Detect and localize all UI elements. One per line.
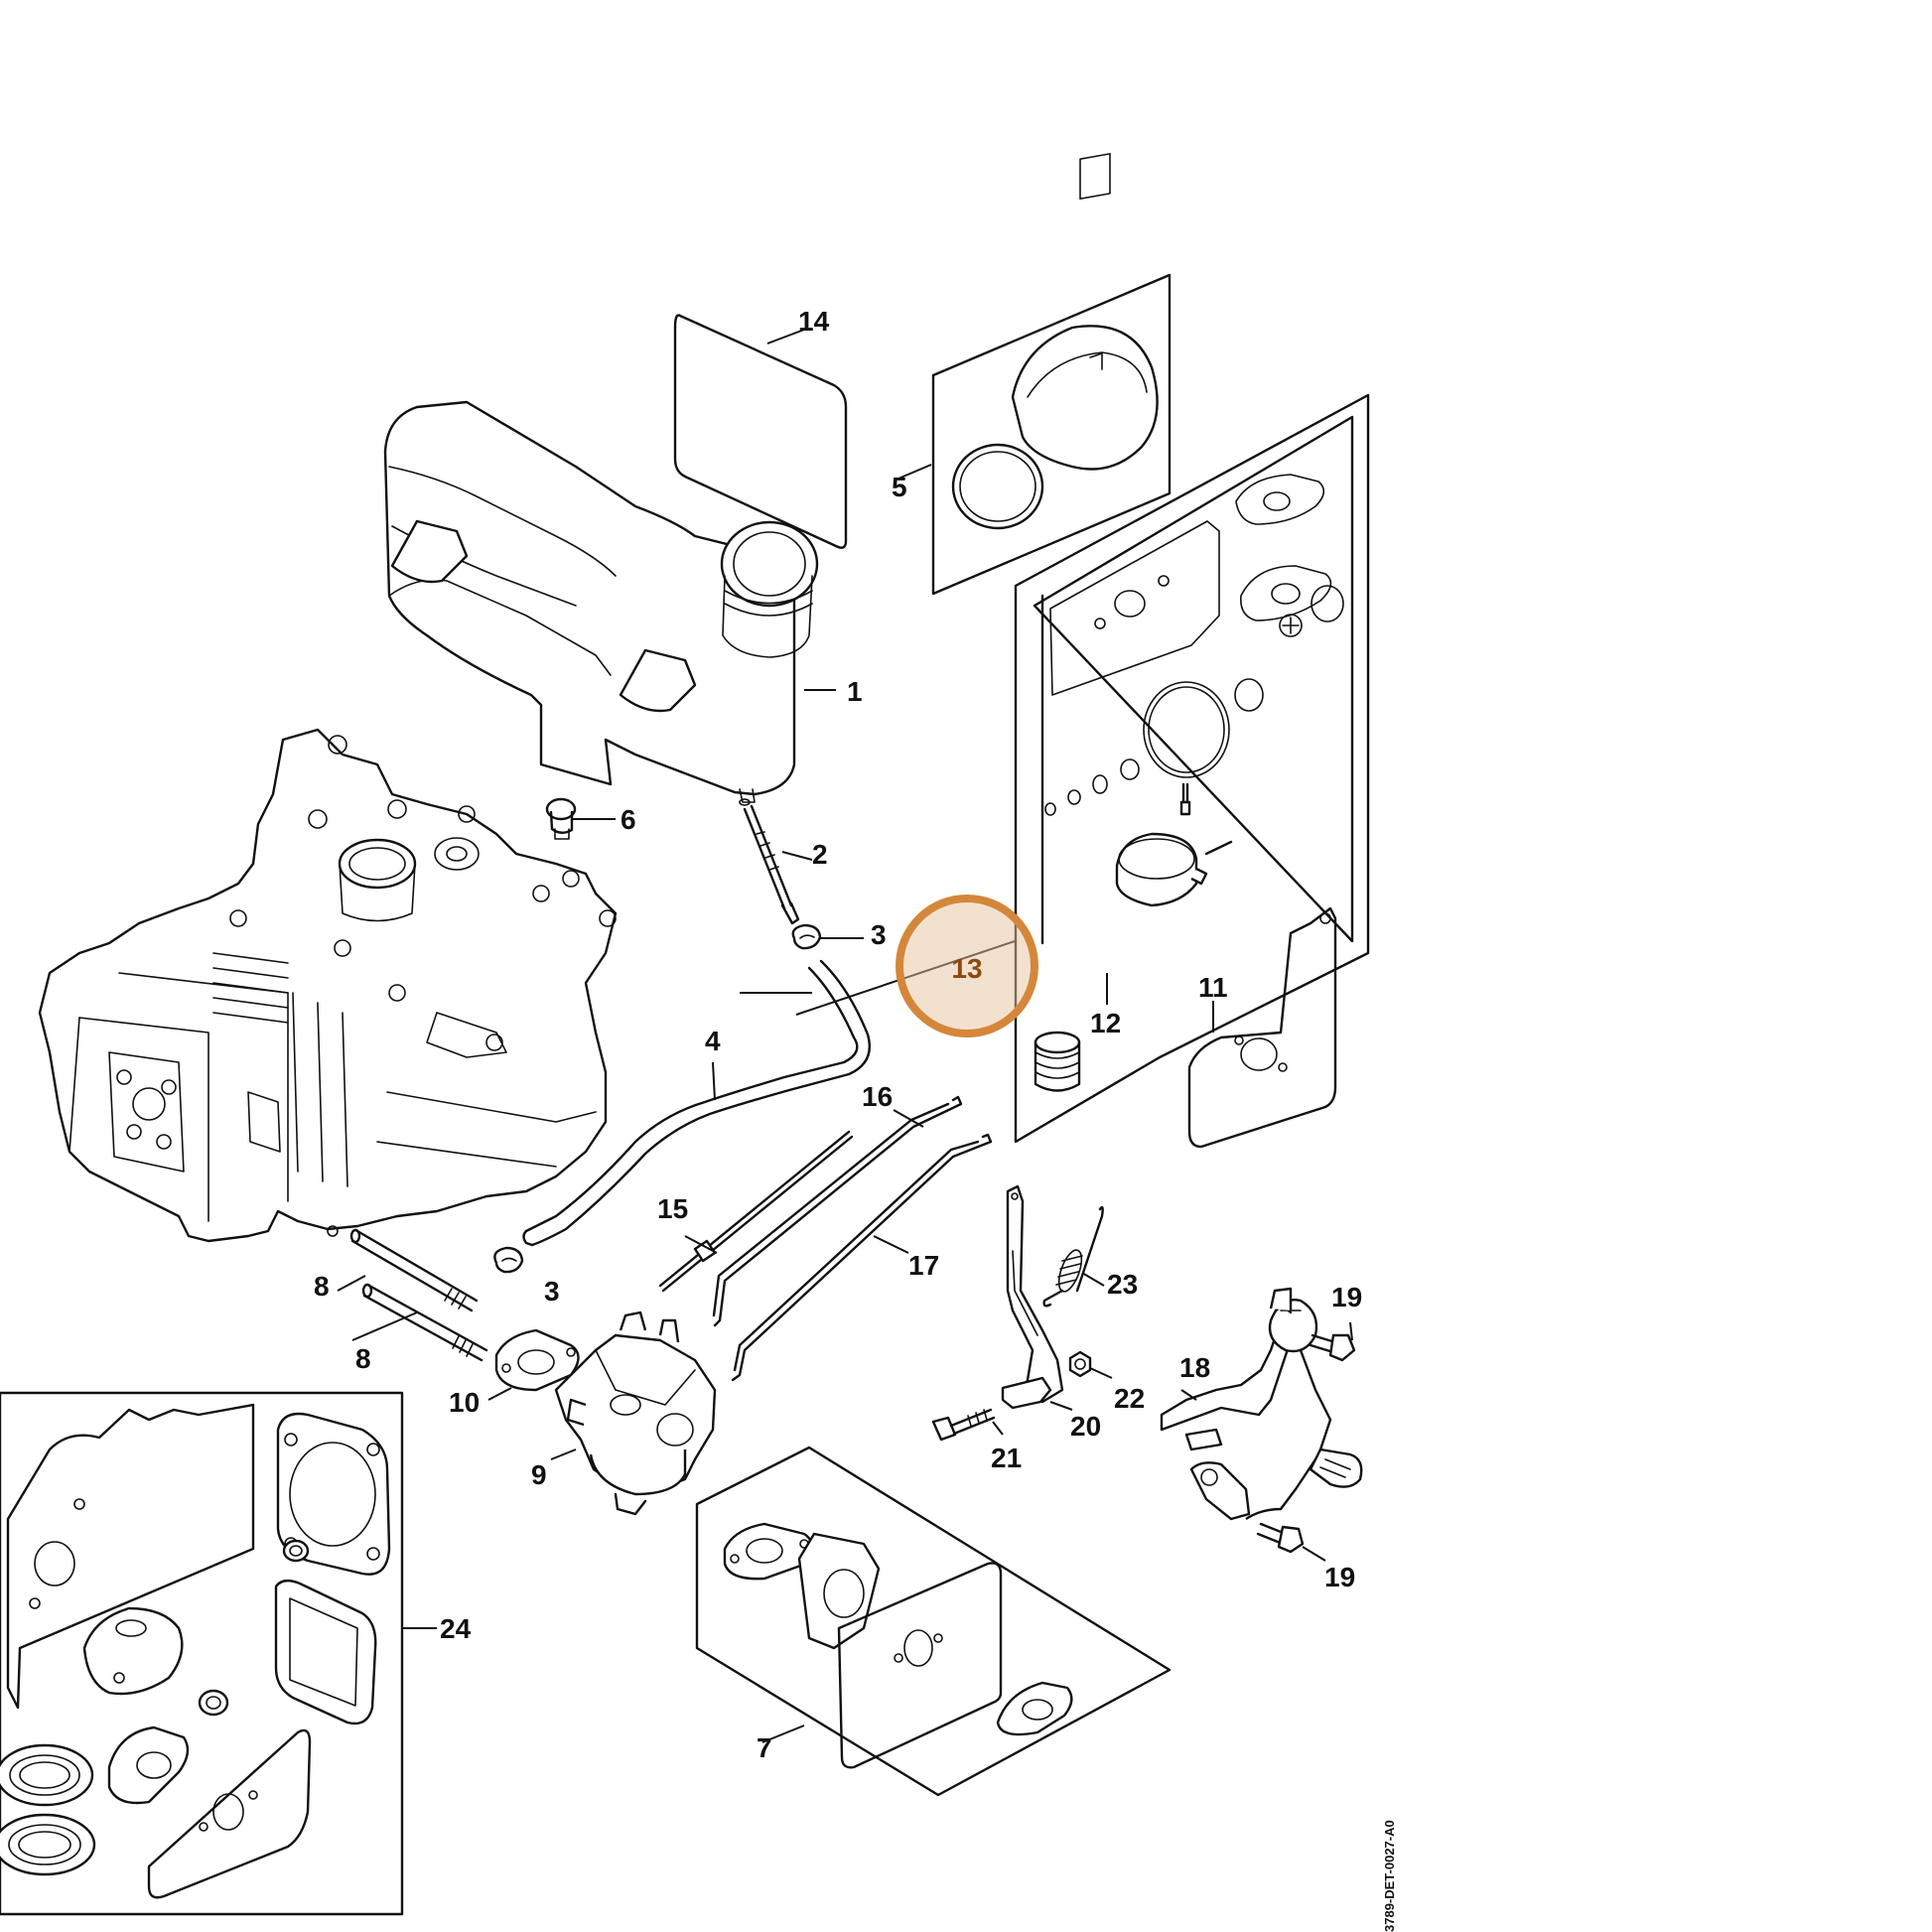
part-9-carburetor bbox=[554, 1311, 717, 1516]
callout-2: 2 bbox=[812, 839, 828, 870]
callout-8-upper: 8 bbox=[314, 1271, 330, 1302]
highlight-circle[interactable] bbox=[896, 895, 1038, 1037]
part-14-label-sticker bbox=[673, 314, 848, 549]
callout-23: 23 bbox=[1107, 1269, 1138, 1300]
callout-19-lower: 19 bbox=[1324, 1562, 1355, 1592]
part-24-box bbox=[0, 1391, 404, 1916]
part-3-hose-clip-lower bbox=[493, 1246, 524, 1274]
callout-20: 20 bbox=[1070, 1411, 1101, 1442]
callout-10: 10 bbox=[449, 1387, 480, 1418]
part-11-gasket bbox=[1187, 906, 1337, 1149]
callout-24: 24 bbox=[440, 1613, 472, 1644]
callout-labels: 1 2 3 3 4 5 6 7 8 8 9 10 11 12 14 15 16 … bbox=[314, 306, 1362, 1763]
callout-13: 13 bbox=[951, 953, 982, 984]
part-8-stud-lower bbox=[361, 1283, 488, 1362]
part-20-governor-lever bbox=[1001, 1184, 1064, 1410]
callout-1: 1 bbox=[847, 676, 863, 707]
part-12-spring bbox=[1034, 1031, 1081, 1092]
callout-3-upper: 3 bbox=[871, 919, 887, 950]
part-23-governor-spring bbox=[1042, 1205, 1104, 1308]
callout-7: 7 bbox=[757, 1732, 772, 1763]
callout-16: 16 bbox=[862, 1081, 893, 1112]
document-id: 3789-DET-0027-A0 bbox=[1382, 1820, 1397, 1932]
part-22-nut bbox=[1068, 1350, 1092, 1378]
part-5-box bbox=[931, 153, 1172, 596]
callout-6: 6 bbox=[621, 804, 636, 835]
callout-21: 21 bbox=[991, 1443, 1022, 1473]
part-4-fuel-hose bbox=[522, 959, 872, 1247]
part-2-fuel-screen bbox=[739, 798, 800, 925]
part-19-bolt-lower bbox=[1256, 1522, 1305, 1554]
part-7-box bbox=[695, 1446, 1172, 1797]
part-15-choke-rod bbox=[658, 1130, 854, 1293]
callout-5: 5 bbox=[892, 472, 907, 502]
callout-3-lower: 3 bbox=[544, 1276, 560, 1307]
engine-block bbox=[38, 728, 618, 1243]
callout-17: 17 bbox=[908, 1250, 939, 1281]
part-18-control-bracket bbox=[1160, 1287, 1363, 1521]
callout-14: 14 bbox=[798, 306, 830, 337]
part-19-bolt-upper bbox=[1309, 1333, 1356, 1362]
callout-8-lower: 8 bbox=[355, 1343, 371, 1374]
callout-19-upper: 19 bbox=[1331, 1282, 1362, 1312]
part-10-gasket bbox=[494, 1328, 580, 1392]
part-21-bolt bbox=[931, 1408, 996, 1442]
callout-11: 11 bbox=[1198, 972, 1228, 1003]
part-3-hose-clip-upper bbox=[791, 923, 822, 950]
part-17-governor-rod bbox=[731, 1133, 993, 1382]
callout-9: 9 bbox=[531, 1459, 547, 1490]
callout-18: 18 bbox=[1179, 1352, 1210, 1383]
callout-12: 12 bbox=[1090, 1008, 1121, 1038]
part-6-bolt bbox=[545, 797, 577, 840]
callout-4: 4 bbox=[705, 1026, 721, 1056]
part-8-stud-upper bbox=[349, 1228, 479, 1312]
part-12-kit-box bbox=[1014, 393, 1370, 1144]
part-1-fuel-tank bbox=[383, 400, 819, 803]
highlight-callout-13[interactable]: 13 bbox=[896, 895, 1038, 1037]
callout-15: 15 bbox=[657, 1193, 688, 1224]
callout-22: 22 bbox=[1114, 1383, 1145, 1414]
part-16-throttle-rod bbox=[712, 1095, 963, 1327]
